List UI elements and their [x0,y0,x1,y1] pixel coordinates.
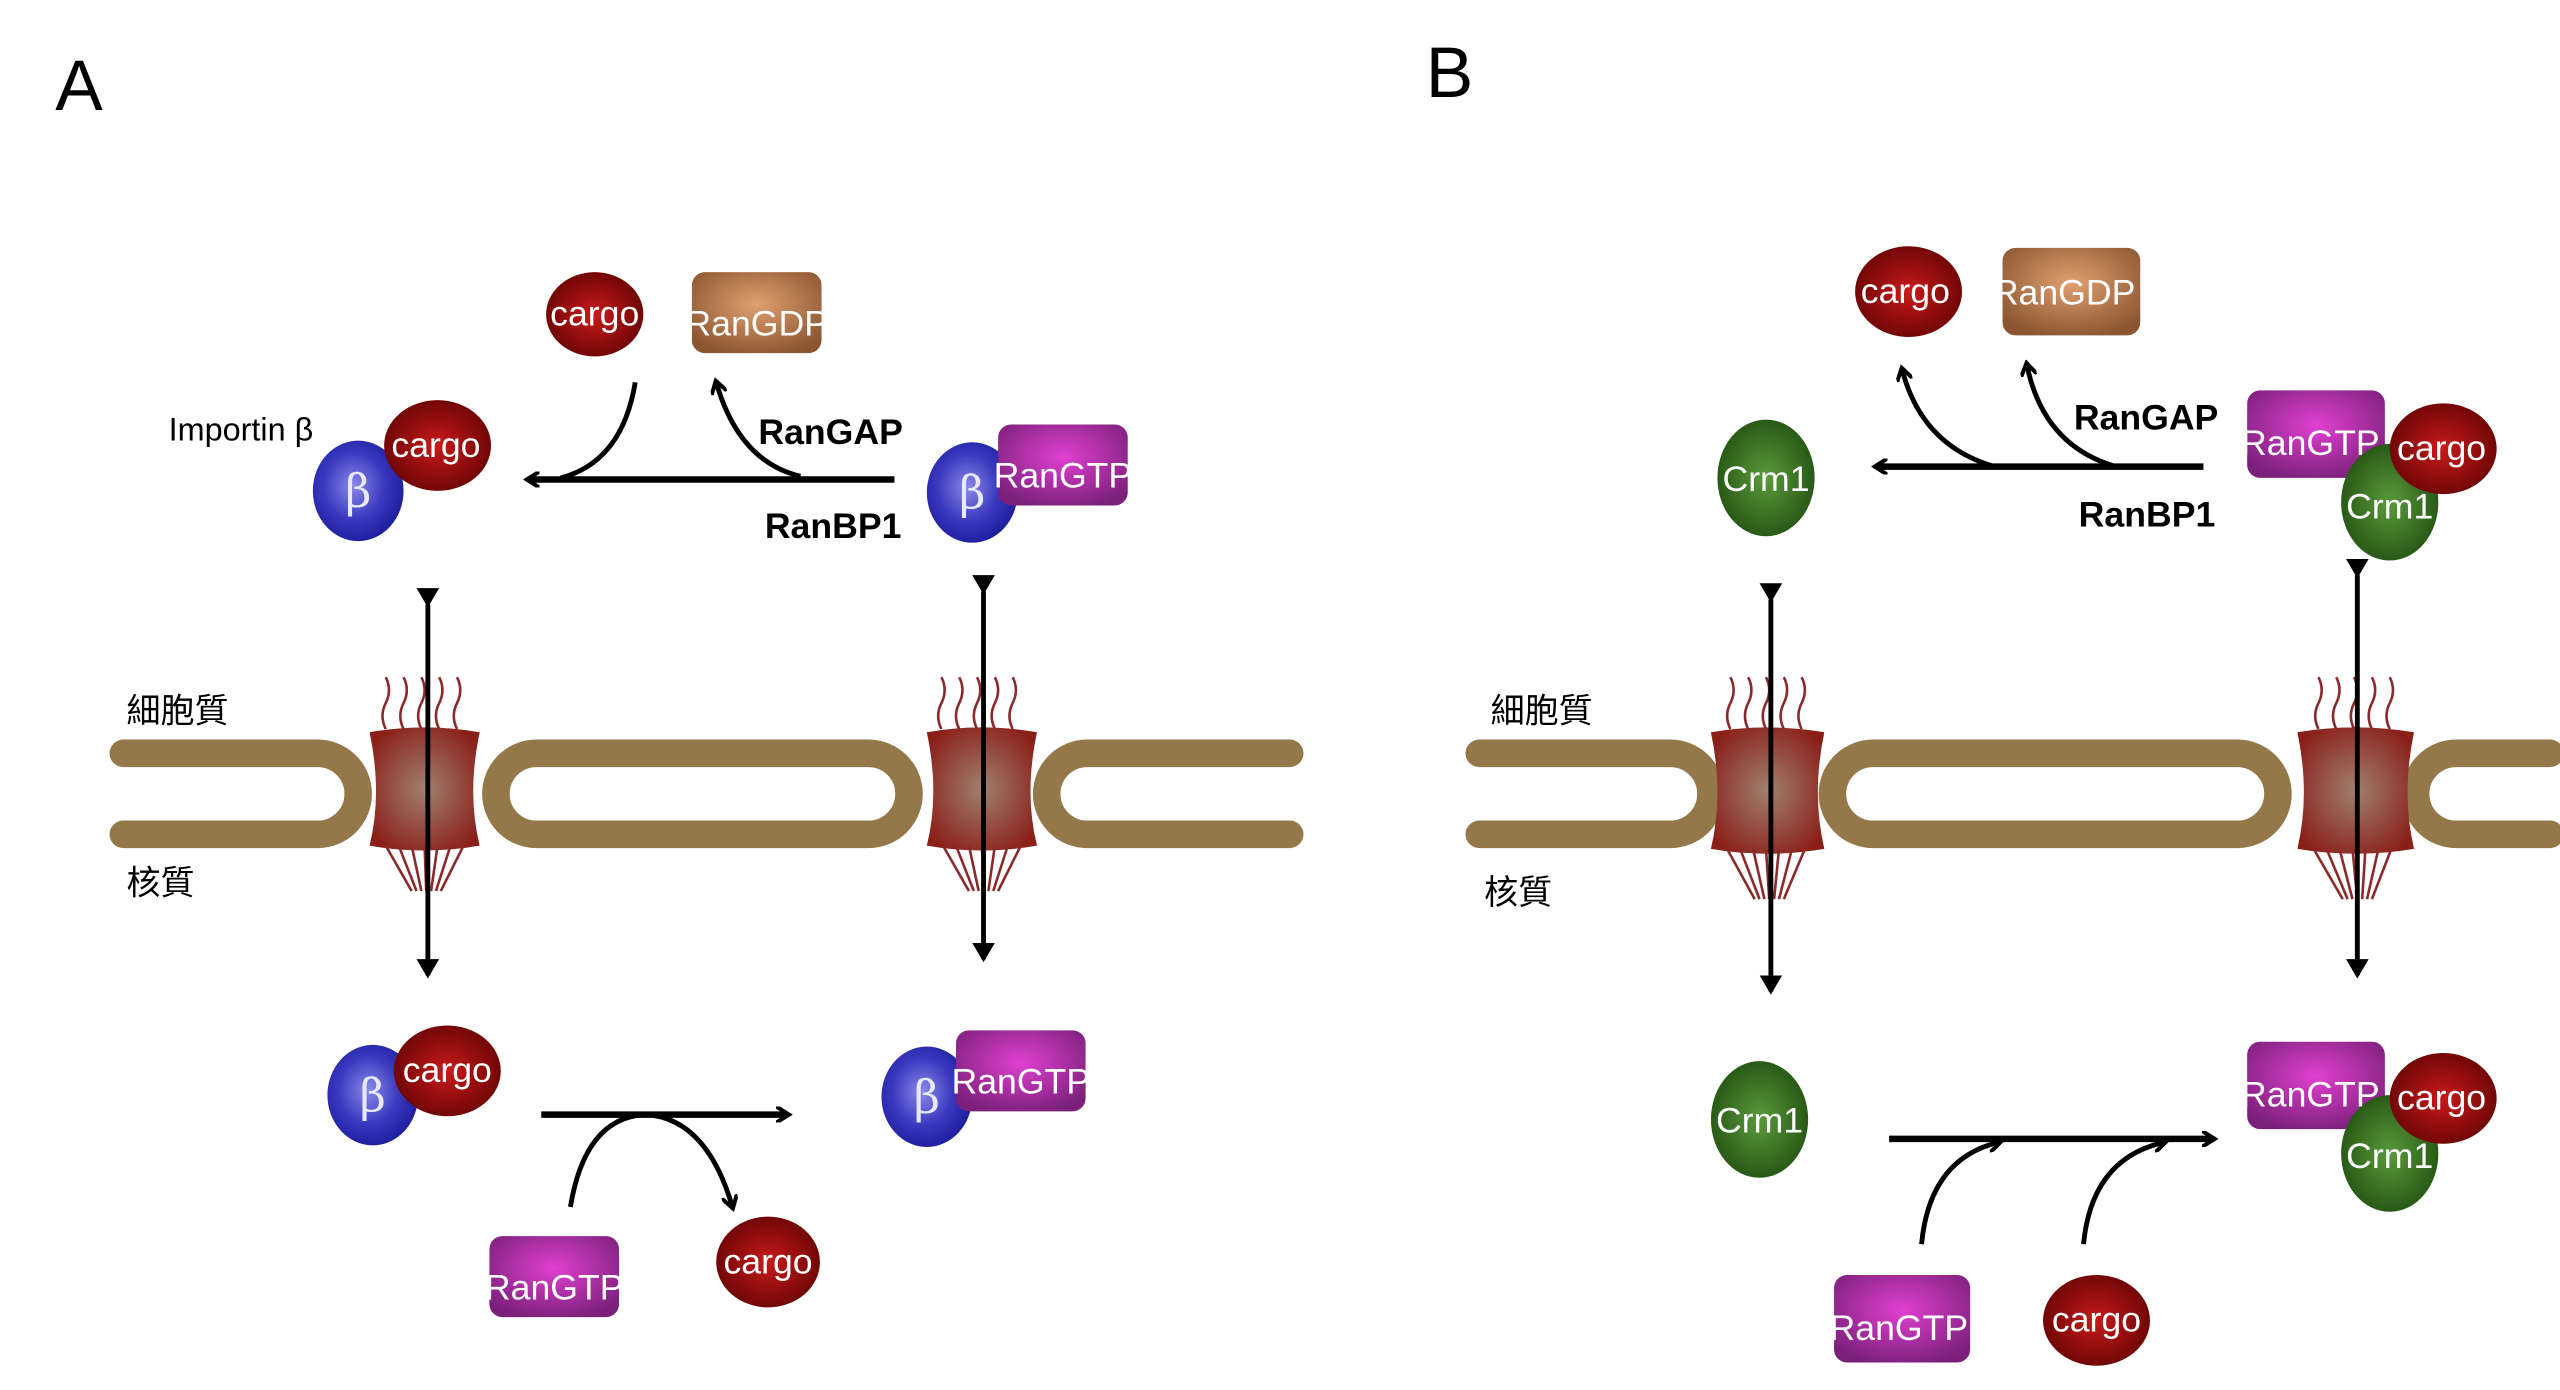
svg-text:RanGTP: RanGTP [951,1062,1090,1102]
rangap-label: RanGAP [758,412,903,452]
svg-text:cargo: cargo [724,1241,813,1281]
cargo-released: cargo [1855,246,1963,337]
svg-text:RanGTP: RanGTP [2241,423,2380,463]
svg-text:Crm1: Crm1 [1716,1100,1803,1140]
importin-cargo-complex-nuclear: β cargo [327,1025,501,1146]
cargo-free: cargo [2043,1274,2150,1366]
svg-text:β: β [959,467,985,520]
svg-text:RanGTP: RanGTP [1830,1308,1969,1348]
cargo [384,400,492,491]
svg-text:β: β [914,1071,940,1124]
panel-a: A 細胞質 核質 [55,46,1304,1318]
svg-text:cargo: cargo [1861,271,1950,311]
rangap-label: RanGAP [2074,397,2219,437]
importin-beta-label: Importin β [169,412,314,448]
svg-text:cargo: cargo [403,1050,492,1090]
svg-text:cargo: cargo [391,425,480,465]
svg-text:cargo: cargo [2052,1300,2141,1340]
rangdp-release-curve [716,382,802,479]
svg-text:RanGTP: RanGTP [2241,1074,2380,1114]
exchange-curve [568,1112,732,1207]
ran-gdp: RanGDP [685,272,828,354]
nuclear-pore-complex [369,676,480,892]
nucleoplasm-label: 核質 [1484,873,1552,913]
cytoplasm-label: 細胞質 [1491,692,1593,732]
svg-text:RanGDP: RanGDP [685,303,828,343]
ranbp1-label: RanBP1 [765,506,902,546]
export-complex: RanGTP Crm1 cargo [2241,390,2497,561]
svg-text:RanGTP: RanGTP [994,456,1133,496]
cytoplasm-label: 細胞質 [127,692,229,732]
ran-gtp-free: RanGTP [1830,1274,1971,1363]
ranbp1-label: RanBP1 [2079,495,2216,535]
svg-text:Crm1: Crm1 [2346,1136,2433,1176]
ran-gtp-free: RanGTP [485,1236,624,1318]
cargo-released: cargo [546,272,644,357]
svg-text:RanGDP: RanGDP [1993,273,2136,313]
svg-text:β: β [345,465,371,518]
export-complex-nuclear: RanGTP Crm1 cargo [2241,1041,2497,1212]
nuclear-envelope-a [109,739,1304,849]
cargo-free: cargo [716,1216,820,1308]
ran-gdp: RanGDP [1993,247,2141,336]
cargo-release-curve [1902,369,1996,469]
svg-text:cargo: cargo [2397,428,2486,468]
nuclear-pore-complex [1710,676,1825,900]
nucleoplasm-label: 核質 [127,863,195,903]
crm1-free: Crm1 [1717,419,1815,537]
svg-text:β: β [360,1069,386,1122]
importin-beta [312,440,404,542]
svg-text:cargo: cargo [2397,1078,2486,1118]
cargo-release-curve [560,381,638,481]
importin-cargo-complex: β cargo [312,400,492,542]
svg-text:cargo: cargo [550,294,639,334]
crm1-nuclear: Crm1 [1710,1061,1809,1178]
svg-text:Crm1: Crm1 [2346,486,2433,526]
rangtp-binding-curve [1919,1142,2000,1245]
cargo-binding-curve [2081,1142,2165,1245]
rangdp-release-curve [2027,365,2117,469]
panel-b: B 細胞質 核質 [1426,33,2560,1366]
importin-rangtp-complex-nuclear: β RanGTP [881,1030,1090,1147]
panel-label-b: B [1426,33,1474,113]
panel-label-a: A [55,46,103,126]
svg-text:RanGTP: RanGTP [485,1267,624,1307]
importin-rangtp-complex: β RanGTP [926,424,1133,543]
svg-text:Crm1: Crm1 [1722,459,1809,499]
nuclear-envelope-b [1465,739,2560,849]
